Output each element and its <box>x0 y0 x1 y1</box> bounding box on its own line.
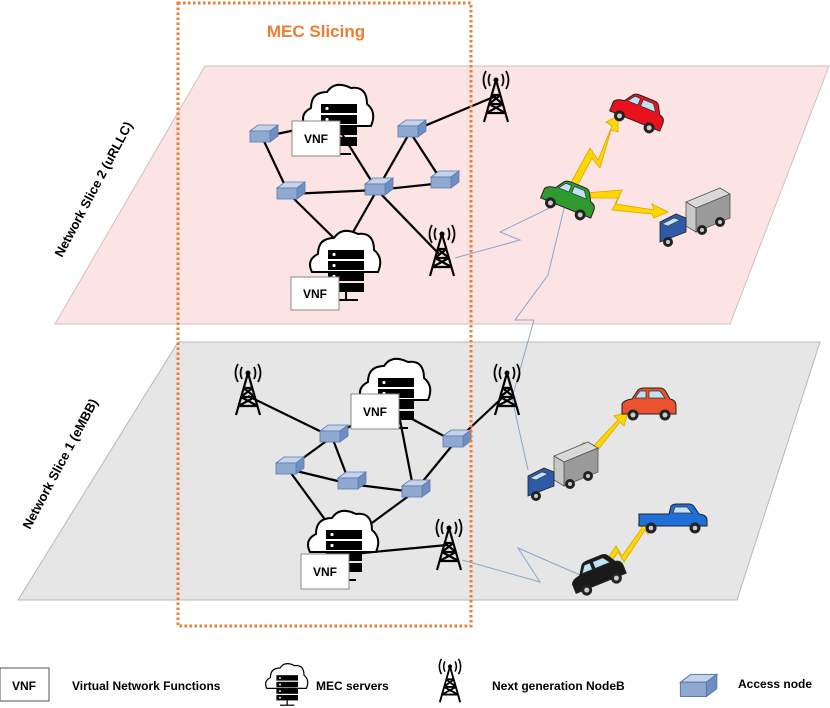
slice-1-plane <box>17 341 821 601</box>
access-node <box>442 429 472 448</box>
legend-vnf-label: Virtual Network Functions <box>72 679 221 693</box>
legend: VNF Virtual Network Functions MEC server… <box>0 657 812 706</box>
legend-gnb-label: Next generation NodeB <box>492 679 625 693</box>
vnf-label: VNF <box>313 565 337 579</box>
access-node <box>364 177 394 196</box>
lightning-top-1 <box>567 115 619 193</box>
vnf-label: VNF <box>363 405 387 419</box>
access-node <box>276 181 306 200</box>
legend-mec-label: MEC servers <box>316 679 389 693</box>
lightning-top-2 <box>571 189 669 219</box>
mec-slicing-border <box>176 1 473 628</box>
slice-2-plane <box>54 65 830 325</box>
vnf-label: VNF <box>304 132 328 146</box>
mec-slicing-title: MEC Slicing <box>267 22 365 41</box>
vnf-label: VNF <box>303 287 327 301</box>
legend-access-label: Access node <box>738 677 812 691</box>
wireless-links <box>454 199 581 583</box>
access-node <box>275 456 305 475</box>
vnf-boxes: VNF VNF VNF VNF <box>290 120 400 590</box>
legend-vnf-box-label: VNF <box>12 679 36 693</box>
access-node <box>337 471 367 490</box>
access-node <box>397 119 427 138</box>
access-node <box>319 424 349 443</box>
access-node <box>249 124 279 143</box>
legend-gnb-icon <box>438 657 462 704</box>
access-node <box>401 479 431 498</box>
legend-mec-icon <box>265 663 309 706</box>
legend-access-icon <box>679 673 718 698</box>
access-node <box>430 170 460 189</box>
